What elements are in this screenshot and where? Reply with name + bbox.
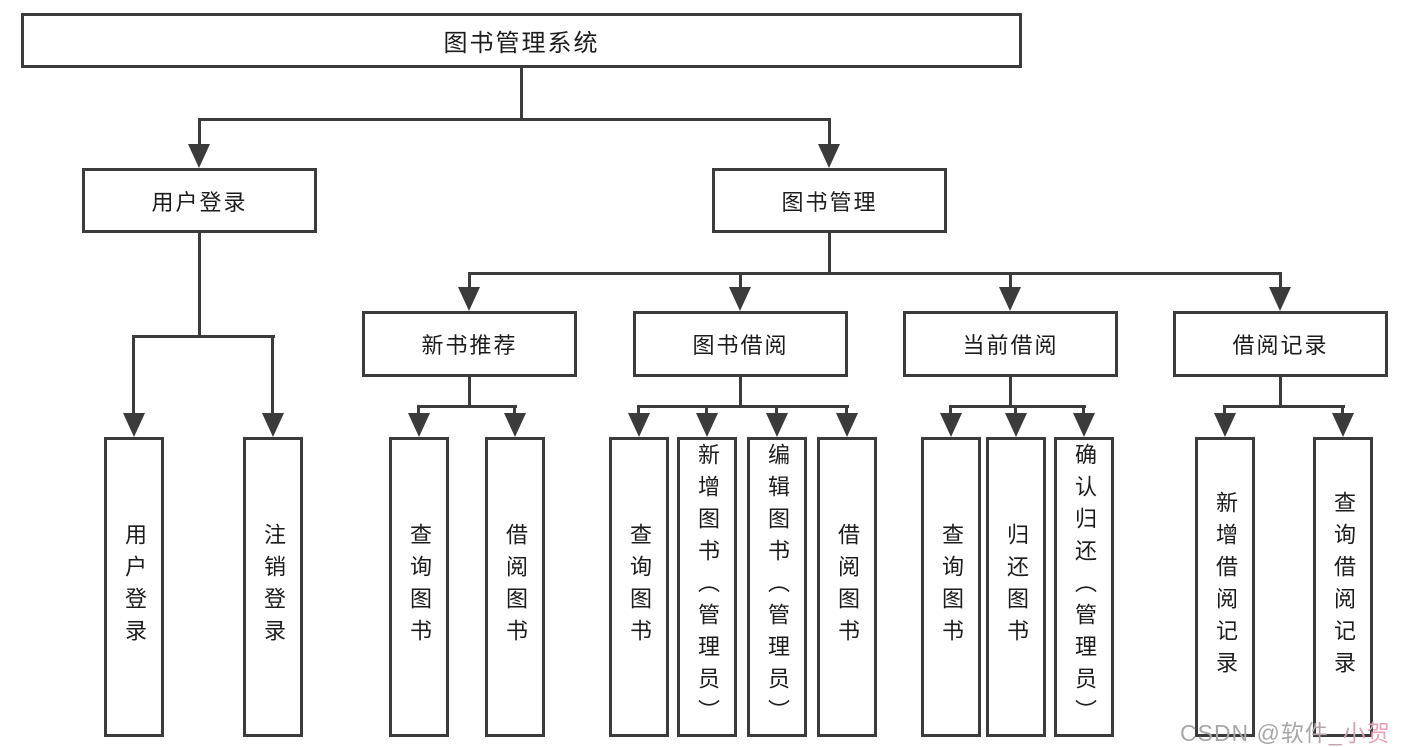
- arrow-down-icon: [123, 413, 145, 437]
- leaf-add-book-admin: 新增图书（管理员）: [677, 437, 737, 737]
- connector-line: [468, 272, 471, 292]
- node-book-borrowing: 图书借阅: [633, 311, 848, 377]
- connector-line: [513, 405, 516, 417]
- leaf-edit-book-admin: 编辑图书（管理员）: [747, 437, 807, 737]
- leaf-label: 查询图书: [627, 523, 652, 651]
- connector-line: [468, 272, 1282, 275]
- connector-line: [133, 335, 275, 338]
- leaf-add-borrow-record: 新增借阅记录: [1195, 437, 1255, 737]
- watermark: CSDN @软件_小贺同学: [1180, 714, 1405, 747]
- arrow-down-icon: [628, 413, 650, 437]
- arrow-down-icon: [458, 287, 480, 311]
- arrow-down-icon: [1269, 287, 1291, 311]
- node-current-borrowing: 当前借阅: [903, 311, 1118, 377]
- connector-line: [1014, 405, 1017, 417]
- connector-line: [949, 405, 952, 417]
- arrow-down-icon: [504, 413, 526, 437]
- node-label: 新书推荐: [421, 333, 518, 358]
- node-user-login-branch: 用户登录: [82, 168, 317, 233]
- connector-line: [198, 232, 201, 335]
- arrow-down-icon: [188, 144, 210, 168]
- leaf-borrow-books-recommend: 借阅图书: [485, 437, 545, 737]
- connector-line: [1279, 272, 1282, 292]
- connector-line: [1009, 377, 1012, 405]
- connector-line: [418, 405, 517, 408]
- leaf-user-login: 用户登录: [104, 437, 164, 737]
- connector-line: [828, 233, 831, 272]
- connector-line: [1224, 405, 1345, 408]
- leaf-label: 归还图书: [1004, 523, 1029, 651]
- node-label: 图书管理: [781, 189, 878, 215]
- connector-line: [775, 405, 778, 417]
- leaf-query-books-borrowing: 查询图书: [609, 437, 669, 737]
- node-new-book-recommendation: 新书推荐: [362, 311, 577, 377]
- leaf-label: 查询图书: [939, 523, 964, 651]
- node-label: 当前借阅: [962, 333, 1059, 358]
- arrow-down-icon: [940, 413, 962, 437]
- leaf-confirm-return-admin: 确认归还（管理员）: [1054, 437, 1114, 737]
- arrow-down-icon: [766, 413, 788, 437]
- connector-line: [739, 272, 742, 292]
- connector-line: [132, 335, 135, 417]
- connector-line: [520, 68, 523, 118]
- connector-line: [1009, 272, 1012, 292]
- arrow-down-icon: [408, 413, 430, 437]
- leaf-query-books-current: 查询图书: [921, 437, 981, 737]
- arrow-down-icon: [1073, 413, 1095, 437]
- connector-line: [1082, 405, 1085, 417]
- leaf-return-book: 归还图书: [986, 437, 1046, 737]
- arrow-down-icon: [1214, 413, 1236, 437]
- leaf-label: 新增图书（管理员）: [695, 443, 720, 731]
- connector-line: [1223, 405, 1226, 417]
- leaf-label: 查询图书: [407, 523, 432, 651]
- arrow-down-icon: [1005, 413, 1027, 437]
- node-library-management-system: 图书管理系统: [21, 13, 1022, 68]
- arrow-down-icon: [818, 144, 840, 168]
- leaf-label: 确认归还（管理员）: [1072, 443, 1097, 731]
- leaf-logout: 注销登录: [243, 437, 303, 737]
- connector-line: [845, 405, 848, 417]
- leaf-query-books-recommend: 查询图书: [389, 437, 449, 737]
- node-book-management-branch: 图书管理: [712, 168, 947, 233]
- leaf-borrow-books-borrowing: 借阅图书: [817, 437, 877, 737]
- leaf-label: 注销登录: [261, 523, 286, 651]
- connector-line: [198, 118, 201, 148]
- arrow-down-icon: [696, 413, 718, 437]
- node-label: 图书管理系统: [443, 30, 600, 57]
- arrow-down-icon: [1332, 413, 1354, 437]
- leaf-label: 新增借阅记录: [1213, 491, 1238, 683]
- leaf-label: 借阅图书: [503, 523, 528, 651]
- leaf-query-borrow-record: 查询借阅记录: [1313, 437, 1373, 737]
- node-label: 图书借阅: [692, 333, 789, 358]
- connector-line: [271, 335, 274, 417]
- leaf-label: 借阅图书: [835, 523, 860, 651]
- arrow-down-icon: [729, 287, 751, 311]
- leaf-label: 编辑图书（管理员）: [765, 443, 790, 731]
- node-label: 用户登录: [151, 189, 248, 215]
- leaf-label: 查询借阅记录: [1331, 491, 1356, 683]
- connector-line: [705, 405, 708, 417]
- connector-line: [828, 118, 831, 148]
- connector-line: [468, 377, 471, 405]
- connector-line: [950, 405, 1086, 408]
- connector-line: [1341, 405, 1344, 417]
- connector-line: [637, 405, 640, 417]
- node-borrowing-records: 借阅记录: [1173, 311, 1388, 377]
- connector-line: [417, 405, 420, 417]
- connector-line: [739, 377, 742, 405]
- connector-line: [1279, 377, 1282, 405]
- connector-line: [638, 405, 849, 408]
- arrow-down-icon: [262, 413, 284, 437]
- leaf-label: 用户登录: [122, 523, 147, 651]
- arrow-down-icon: [999, 287, 1021, 311]
- node-label: 借阅记录: [1232, 333, 1329, 358]
- connector-line: [198, 118, 831, 121]
- arrow-down-icon: [836, 413, 858, 437]
